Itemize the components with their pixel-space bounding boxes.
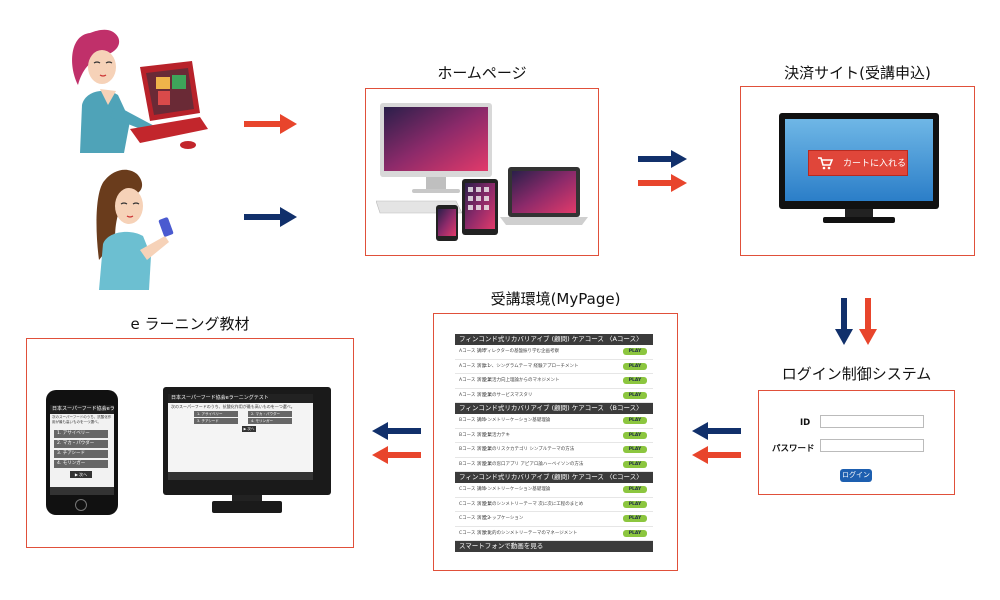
play-button[interactable]: PLAY <box>623 529 647 537</box>
cart-icon <box>818 157 833 170</box>
homepage-box <box>365 88 599 256</box>
monitor-option[interactable]: 3. チアシード <box>194 418 238 424</box>
add-to-cart-label: カートに入れる <box>843 159 907 169</box>
elearning-title: e ラーニング教材 <box>130 315 250 333</box>
phone-quiz-question: 次のスーパーフードのうち、抗酸化作用が最も高いものを一つ選べ。 <box>52 415 112 424</box>
phone-nav-bar <box>50 487 114 495</box>
course-section-header: フィンコンド式リカバリアイブ (顧問) ケアコース 〈Bコース〉 <box>455 403 653 414</box>
homepage-title: ホームページ <box>437 64 527 82</box>
red-arrow-right-laptop <box>244 113 298 135</box>
play-button[interactable]: PLAY <box>623 500 647 508</box>
blue-arrow-left-to-mypage <box>692 422 742 440</box>
play-button[interactable]: PLAY <box>623 417 647 424</box>
play-button[interactable]: PLAY <box>623 515 647 522</box>
play-button[interactable]: PLAY <box>623 446 647 453</box>
blue-arrow-left-to-elearning <box>372 422 422 440</box>
play-button[interactable]: PLAY <box>623 431 647 439</box>
course-section-header: フィンコンド式リカバリアイブ (顧問) ケアコース 〈Cコース〉 <box>455 472 653 483</box>
monitor-option[interactable]: 4. モリンガー <box>248 418 292 424</box>
phone-next-button[interactable]: ▶ 次へ <box>70 471 92 478</box>
red-arrow-left-to-mypage <box>692 446 742 464</box>
elearning-monitor-screen <box>168 394 313 480</box>
mypage-course-list: フィンコンド式リカバリアイブ (顧問) ケアコース 〈Aコース〉 Aコース 講師… <box>455 334 653 552</box>
password-label: パスワード <box>772 444 815 454</box>
id-input[interactable] <box>820 415 924 428</box>
blue-arrow-down-to-login <box>834 298 854 346</box>
phone-option[interactable]: 2. マカ・パウダー <box>54 440 108 448</box>
play-button[interactable]: PLAY <box>623 377 647 384</box>
id-label: ID <box>800 418 811 428</box>
blue-arrow-right-to-payment <box>638 149 688 169</box>
multi-device-icon <box>376 103 588 241</box>
login-system-title: ログイン制御システム <box>781 365 932 383</box>
play-button[interactable]: PLAY <box>623 362 647 370</box>
play-button[interactable]: PLAY <box>623 348 647 355</box>
red-arrow-left-to-elearning <box>372 446 422 464</box>
phone-option[interactable]: 1. アサイベリー <box>54 430 108 438</box>
play-button[interactable]: PLAY <box>623 391 647 399</box>
mypage-box <box>433 313 678 571</box>
password-input[interactable] <box>820 439 924 452</box>
user-laptop-illustration <box>60 25 210 153</box>
user-smartphone-illustration <box>85 160 185 290</box>
phone-quiz-title: 日本スーパーフード協会eラーニングテスト <box>50 405 114 414</box>
phone-option[interactable]: 3. チアシード <box>54 450 108 458</box>
login-button[interactable]: ログイン <box>840 469 872 482</box>
monitor-nav-bar <box>168 472 313 480</box>
blue-arrow-right-phone <box>244 206 298 228</box>
monitor-next-button[interactable]: ▶ 次へ <box>242 426 256 432</box>
play-button[interactable]: PLAY <box>623 460 647 468</box>
home-button-icon <box>75 499 87 511</box>
play-button[interactable]: PLAY <box>623 486 647 493</box>
monitor-option[interactable]: 2. マカ・パウダー <box>248 411 292 417</box>
mypage-title: 受講環境(MyPage) <box>490 290 621 308</box>
monitor-stand <box>232 495 262 501</box>
monitor-quiz-title: 日本スーパーフード協会eラーニングテスト <box>168 394 313 403</box>
add-to-cart-button[interactable]: カートに入れる <box>808 150 908 176</box>
monitor-option[interactable]: 1. アサイベリー <box>194 411 238 417</box>
red-arrow-down-to-login <box>858 298 878 346</box>
payment-title: 決済サイト(受講申込) <box>784 64 931 82</box>
monitor-base <box>212 501 282 513</box>
phone-option[interactable]: 4. モリンガー <box>54 460 108 468</box>
monitor-quiz-question: 次のスーパーフードのうち、抗酸化作用が最も高いものを一つ選べ。 <box>171 404 295 409</box>
course-section-header: フィンコンド式リカバリアイブ (顧問) ケアコース 〈Aコース〉 <box>455 334 653 345</box>
red-arrow-right-to-payment <box>638 173 688 193</box>
smartphone-video-link[interactable]: スマートフォンで動画を見る <box>455 541 653 552</box>
